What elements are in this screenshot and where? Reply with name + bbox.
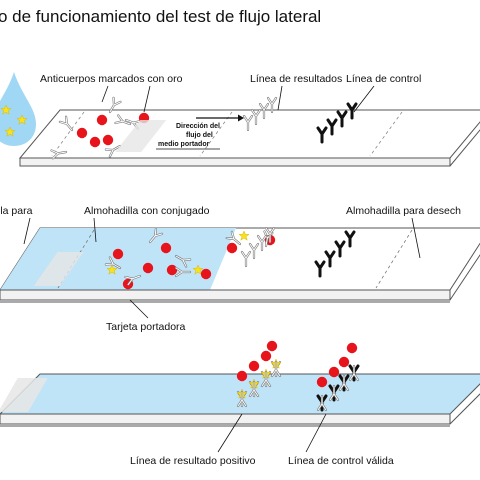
control-complexes — [316, 342, 360, 412]
top-panel: Dirección del flujo del medio portador Ant… — [0, 72, 480, 167]
flow-direction-line-1: Dirección del — [176, 123, 220, 130]
flow-direction-line-2: flujo del — [186, 132, 213, 139]
label-result-line: Línea de resultados — [250, 73, 342, 85]
result-line-zone — [115, 120, 167, 152]
label-conjugate-pad: Almohadilla con conjugado — [84, 205, 210, 217]
label-carrier-card: Tarjeta portadora — [106, 321, 186, 333]
flow-direction-line-3: medio portador — [158, 141, 210, 148]
result-line-zone — [33, 252, 84, 286]
bottom-panel: Línea de resultado positivo Línea de con… — [0, 340, 480, 467]
label-sample-pad: lla para — [0, 205, 33, 217]
positive-result-zone — [0, 378, 48, 412]
sample-drop-icon — [0, 72, 36, 146]
middle-panel: lla para Almohadilla con conjugado Almoh… — [0, 205, 480, 333]
label-waste-pad: Almohadilla para desech — [346, 205, 461, 217]
label-control-line: Línea de control — [346, 73, 421, 85]
top-strip-edge — [19, 157, 451, 167]
label-valid-control: Línea de control válida — [288, 455, 394, 467]
captured-complexes — [236, 340, 282, 408]
page-title: o de funcionamiento del test de flujo la… — [0, 7, 321, 26]
label-gold-antibodies: Anticuerpos marcados con oro — [40, 73, 183, 85]
label-positive-result: Línea de resultado positivo — [130, 455, 256, 467]
